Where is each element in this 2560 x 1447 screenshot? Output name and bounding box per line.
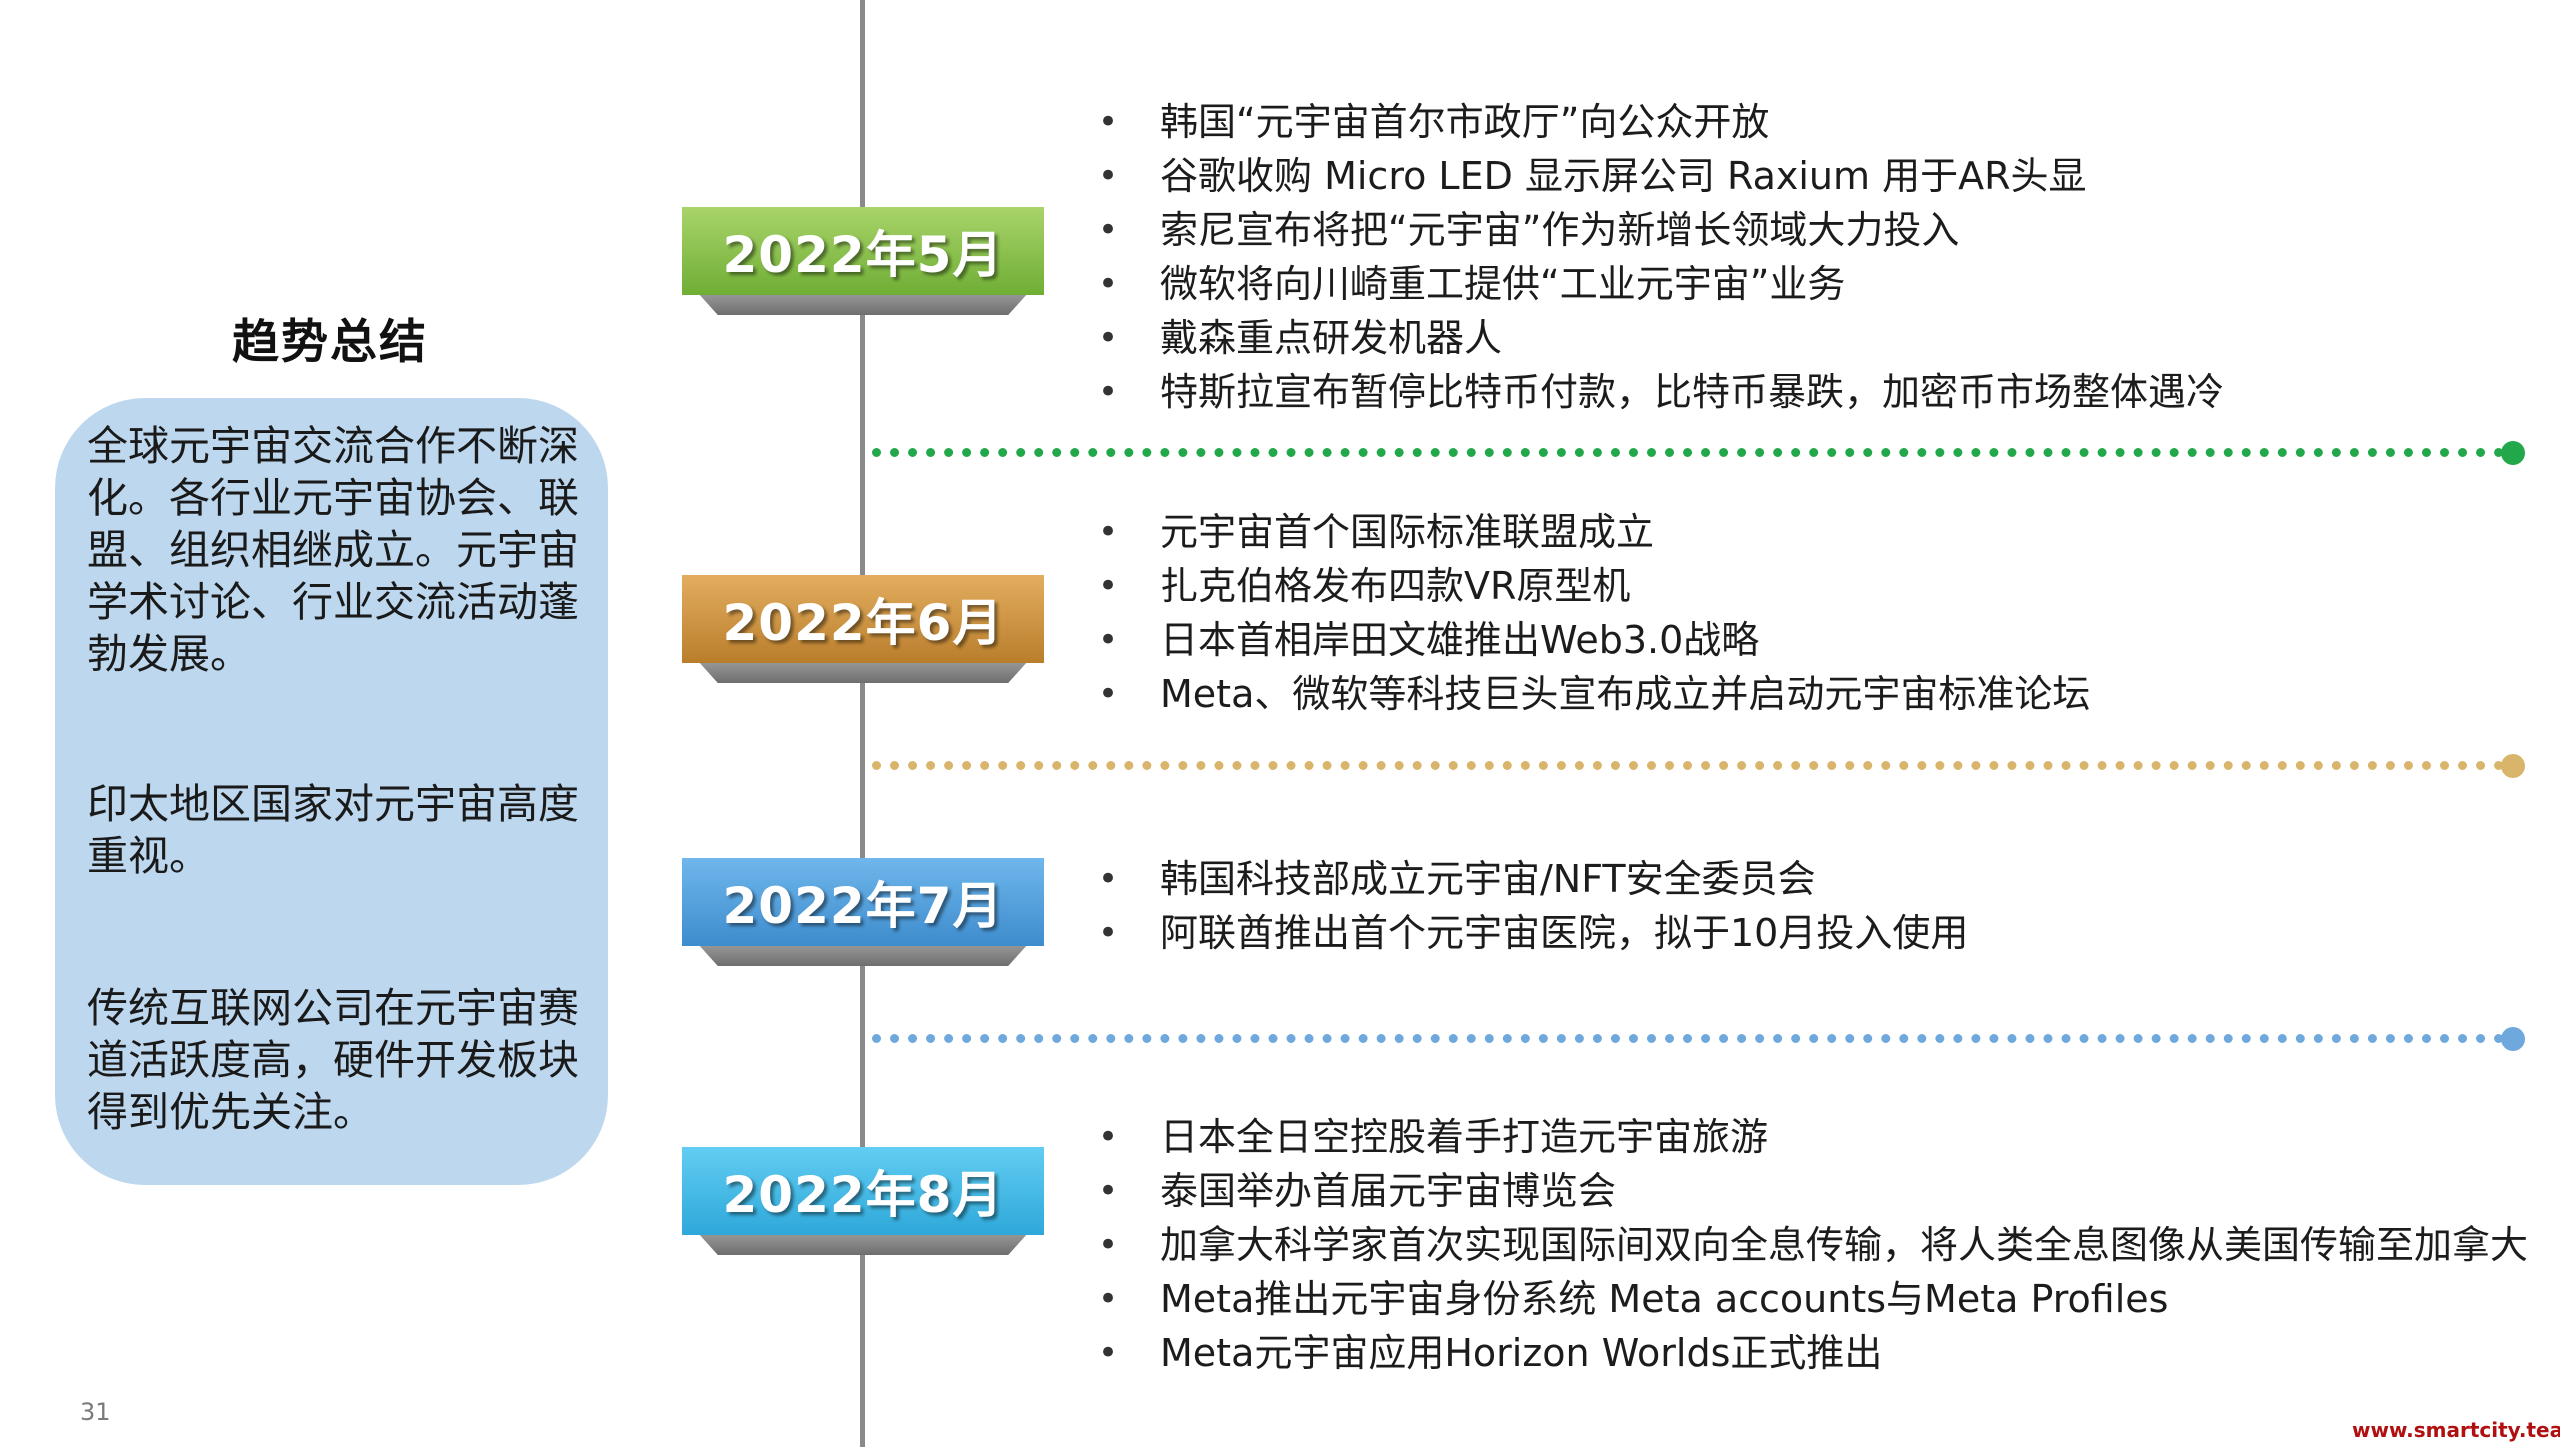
ribbon-fold: [698, 1233, 1028, 1255]
list-item: Meta元宇宙应用Horizon Worlds正式推出: [1098, 1326, 2528, 1380]
month-ribbon-may: 2022年5月: [682, 207, 1044, 315]
summary-paragraph: 传统互联网公司在元宇宙赛道活跃度高，硬件开发板块得到优先关注。: [87, 984, 579, 1136]
footer-watermark: www.smartcity.team: [2352, 1418, 2560, 1442]
summary-box: 全球元宇宙交流合作不断深化。各行业元宇宙协会、联盟、组织相继成立。元宇宙学术讨论…: [55, 398, 608, 1185]
event-list-august: 日本全日空控股着手打造元宇宙旅游 泰国举办首届元宇宙博览会 加拿大科学家首次实现…: [1098, 1110, 2528, 1380]
list-item: 韩国科技部成立元宇宙/NFT安全委员会: [1098, 852, 1968, 906]
ribbon-fold: [698, 293, 1028, 315]
list-item: 加拿大科学家首次实现国际间双向全息传输，将人类全息图像从美国传输至加拿大: [1098, 1218, 2528, 1272]
ribbon-fold: [698, 944, 1028, 966]
list-item: 元宇宙首个国际标准联盟成立: [1098, 505, 2090, 559]
list-item: 扎克伯格发布四款VR原型机: [1098, 559, 2090, 613]
list-item: 韩国“元宇宙首尔市政厅”向公众开放: [1098, 95, 2224, 149]
ribbon-fold: [698, 661, 1028, 683]
summary-paragraph: 全球元宇宙交流合作不断深化。各行业元宇宙协会、联盟、组织相继成立。元宇宙学术讨论…: [87, 422, 579, 678]
list-item: 日本首相岸田文雄推出Web3.0战略: [1098, 613, 2090, 667]
list-item: Meta、微软等科技巨头宣布成立并启动元宇宙标准论坛: [1098, 667, 2090, 721]
month-label: 2022年6月: [682, 575, 1044, 663]
divider-end-dot: [2501, 754, 2525, 778]
list-item: 阿联酋推出首个元宇宙医院，拟于10月投入使用: [1098, 906, 1968, 960]
list-item: 戴森重点研发机器人: [1098, 311, 2224, 365]
month-ribbon-august: 2022年8月: [682, 1147, 1044, 1255]
month-label: 2022年7月: [682, 858, 1044, 946]
list-item: 微软将向川崎重工提供“工业元宇宙”业务: [1098, 257, 2224, 311]
timeline-axis: [860, 0, 865, 1447]
page-number: 31: [80, 1398, 111, 1426]
list-item: Meta推出元宇宙身份系统 Meta accounts与Meta Profile…: [1098, 1272, 2528, 1326]
list-item: 泰国举办首届元宇宙博览会: [1098, 1164, 2528, 1218]
summary-title: 趋势总结: [232, 315, 428, 370]
list-item: 日本全日空控股着手打造元宇宙旅游: [1098, 1110, 2528, 1164]
divider-end-dot: [2501, 441, 2525, 465]
divider-line: [872, 448, 2522, 457]
list-item: 索尼宣布将把“元宇宙”作为新增长领域大力投入: [1098, 203, 2224, 257]
divider-end-dot: [2501, 1027, 2525, 1051]
event-list-july: 韩国科技部成立元宇宙/NFT安全委员会 阿联酋推出首个元宇宙医院，拟于10月投入…: [1098, 852, 1968, 960]
month-ribbon-july: 2022年7月: [682, 858, 1044, 966]
month-label: 2022年5月: [682, 207, 1044, 295]
summary-paragraph: 印太地区国家对元宇宙高度重视。: [87, 780, 579, 880]
month-ribbon-june: 2022年6月: [682, 575, 1044, 683]
event-list-june: 元宇宙首个国际标准联盟成立 扎克伯格发布四款VR原型机 日本首相岸田文雄推出We…: [1098, 505, 2090, 721]
divider-line: [872, 1034, 2522, 1043]
month-label: 2022年8月: [682, 1147, 1044, 1235]
divider-line: [872, 761, 2522, 770]
list-item: 特斯拉宣布暂停比特币付款，比特币暴跌，加密币市场整体遇冷: [1098, 365, 2224, 419]
event-list-may: 韩国“元宇宙首尔市政厅”向公众开放 谷歌收购 Micro LED 显示屏公司 R…: [1098, 95, 2224, 419]
list-item: 谷歌收购 Micro LED 显示屏公司 Raxium 用于AR头显: [1098, 149, 2224, 203]
